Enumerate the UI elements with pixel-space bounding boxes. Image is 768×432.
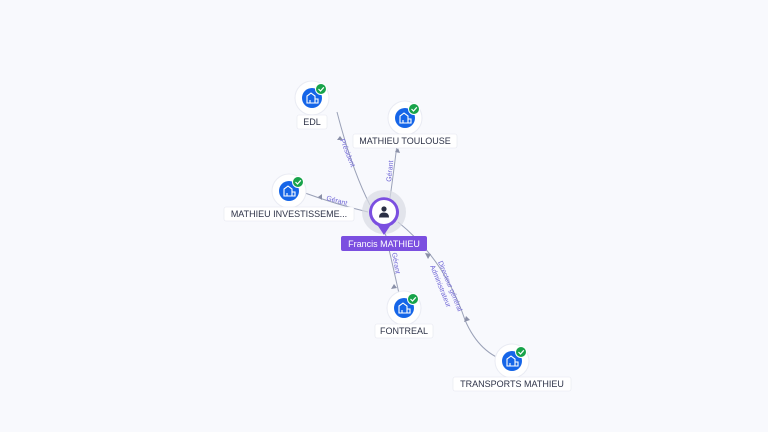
person-label: Francis MATHIEU <box>348 239 420 249</box>
building-icon <box>283 185 296 197</box>
check-badge-icon <box>407 293 419 305</box>
company-label-mathieu-investissement: MATHIEU INVESTISSEME... <box>231 209 347 219</box>
person-icon <box>379 206 389 218</box>
check-badge-icon <box>515 346 527 358</box>
building-icon <box>306 92 319 104</box>
building-icon <box>398 302 411 314</box>
check-badge-icon <box>315 83 327 95</box>
edge-edl: Président <box>336 111 371 206</box>
company-node-mathieu-toulouse[interactable]: MATHIEU TOULOUSE <box>352 100 458 149</box>
person-node-francis-mathieu[interactable]: Francis MATHIEU <box>341 190 427 251</box>
company-label-edl: EDL <box>303 117 321 127</box>
company-label-transports-mathieu: TRANSPORTS MATHIEU <box>460 379 564 389</box>
company-node-fontreal[interactable]: FONTREAL <box>374 290 434 339</box>
company-node-edl[interactable]: EDL <box>294 80 330 130</box>
company-label-mathieu-toulouse: MATHIEU TOULOUSE <box>359 136 451 146</box>
edge-label-mathieu-investissement: Gérant <box>325 195 348 207</box>
check-badge-icon <box>292 176 304 188</box>
company-node-mathieu-investissement[interactable]: MATHIEU INVESTISSEME... <box>223 173 355 222</box>
company-label-fontreal: FONTREAL <box>380 326 428 336</box>
building-icon <box>506 355 519 367</box>
edge-label-fontreal: Gérant <box>390 252 401 274</box>
edge-label-mathieu-toulouse: Gérant <box>386 160 395 182</box>
building-icon <box>399 112 412 124</box>
company-node-transports-mathieu[interactable]: TRANSPORTS MATHIEU <box>452 343 572 392</box>
check-badge-icon <box>408 103 420 115</box>
